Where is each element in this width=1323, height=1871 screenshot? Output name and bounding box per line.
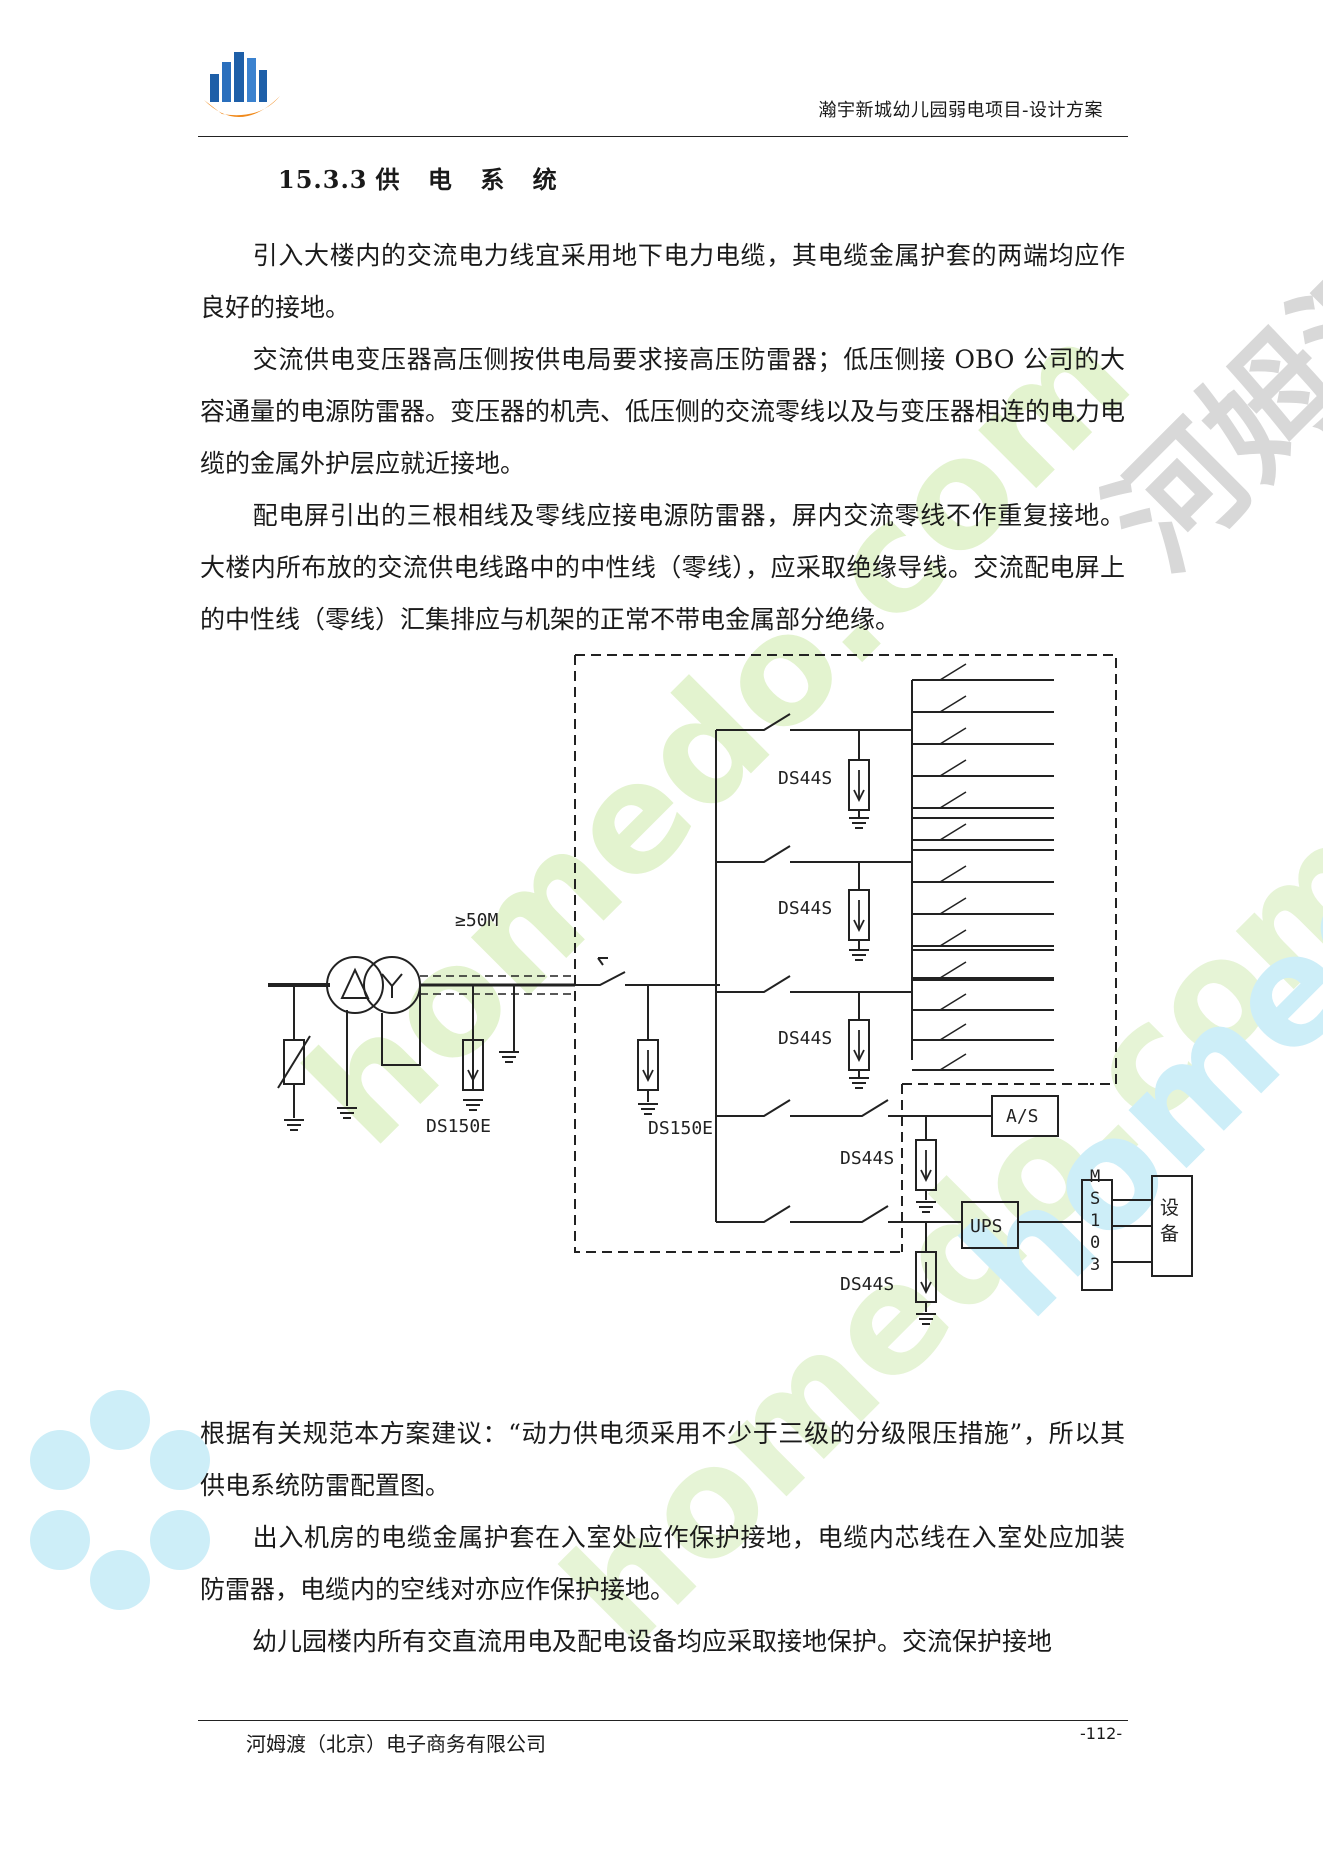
watermark-flower-icon (30, 1390, 210, 1610)
header-title: 瀚宇新城幼儿园弱电项目-设计方案 (818, 100, 1103, 121)
label-equipment-1: 备 (1160, 1223, 1179, 1245)
paragraph-1: 引入大楼内的交流电力线宜采用地下电力电缆，其电缆金属护套的两端均应作良好的接地。 (200, 241, 1125, 322)
section-number: 15.3.3 (278, 165, 368, 194)
company-logo (204, 52, 280, 118)
page-number: -112- (1080, 1724, 1123, 1743)
paragraph-4: 根据有关规范本方案建议：“动力供电须采用不少于三级的分级限压措施”，所以其供电系… (200, 1419, 1125, 1500)
label-ms103-1: S (1090, 1189, 1100, 1209)
label-ds44s-3: DS44S (778, 1028, 832, 1049)
label-ds44s-4: DS44S (840, 1148, 894, 1169)
footer-company: 河姆渡（北京）电子商务有限公司 (246, 1732, 546, 1756)
label-ms103-0: M (1090, 1167, 1100, 1187)
label-equipment-0: 设 (1160, 1197, 1179, 1219)
label-ups: UPS (970, 1216, 1003, 1237)
header-divider (198, 136, 1128, 137)
paragraph-3: 配电屏引出的三根相线及零线应接电源防雷器，屏内交流零线不作重复接地。大楼内所布放… (200, 501, 1125, 634)
paragraph-6: 幼儿园楼内所有交直流用电及配电设备均应采取接地保护。交流保护接地 (252, 1627, 1053, 1656)
label-ms103-4: 3 (1090, 1255, 1100, 1275)
label-ms103-2: 1 (1090, 1211, 1100, 1231)
footer-divider (198, 1720, 1128, 1721)
label-ms103-3: 0 (1090, 1233, 1100, 1253)
section-title: 供 电 系 统 (375, 165, 567, 194)
label-ds44s-5: DS44S (840, 1274, 894, 1295)
label-as: A/S (1006, 1106, 1039, 1127)
label-ds44s-2: DS44S (778, 898, 832, 919)
label-ds150e-1: DS150E (426, 1116, 491, 1137)
label-ds150e-2: DS150E (648, 1118, 713, 1139)
label-ds44s-1: DS44S (778, 768, 832, 789)
paragraph-5: 出入机房的电缆金属护套在入室处应作保护接地，电缆内芯线在入室处应加装防雷器，电缆… (200, 1523, 1125, 1604)
label-distance: ≥50M (455, 910, 499, 931)
paragraph-2: 交流供电变压器高压侧按供电局要求接高压防雷器；低压侧接 OBO 公司的大容通量的… (200, 345, 1126, 478)
